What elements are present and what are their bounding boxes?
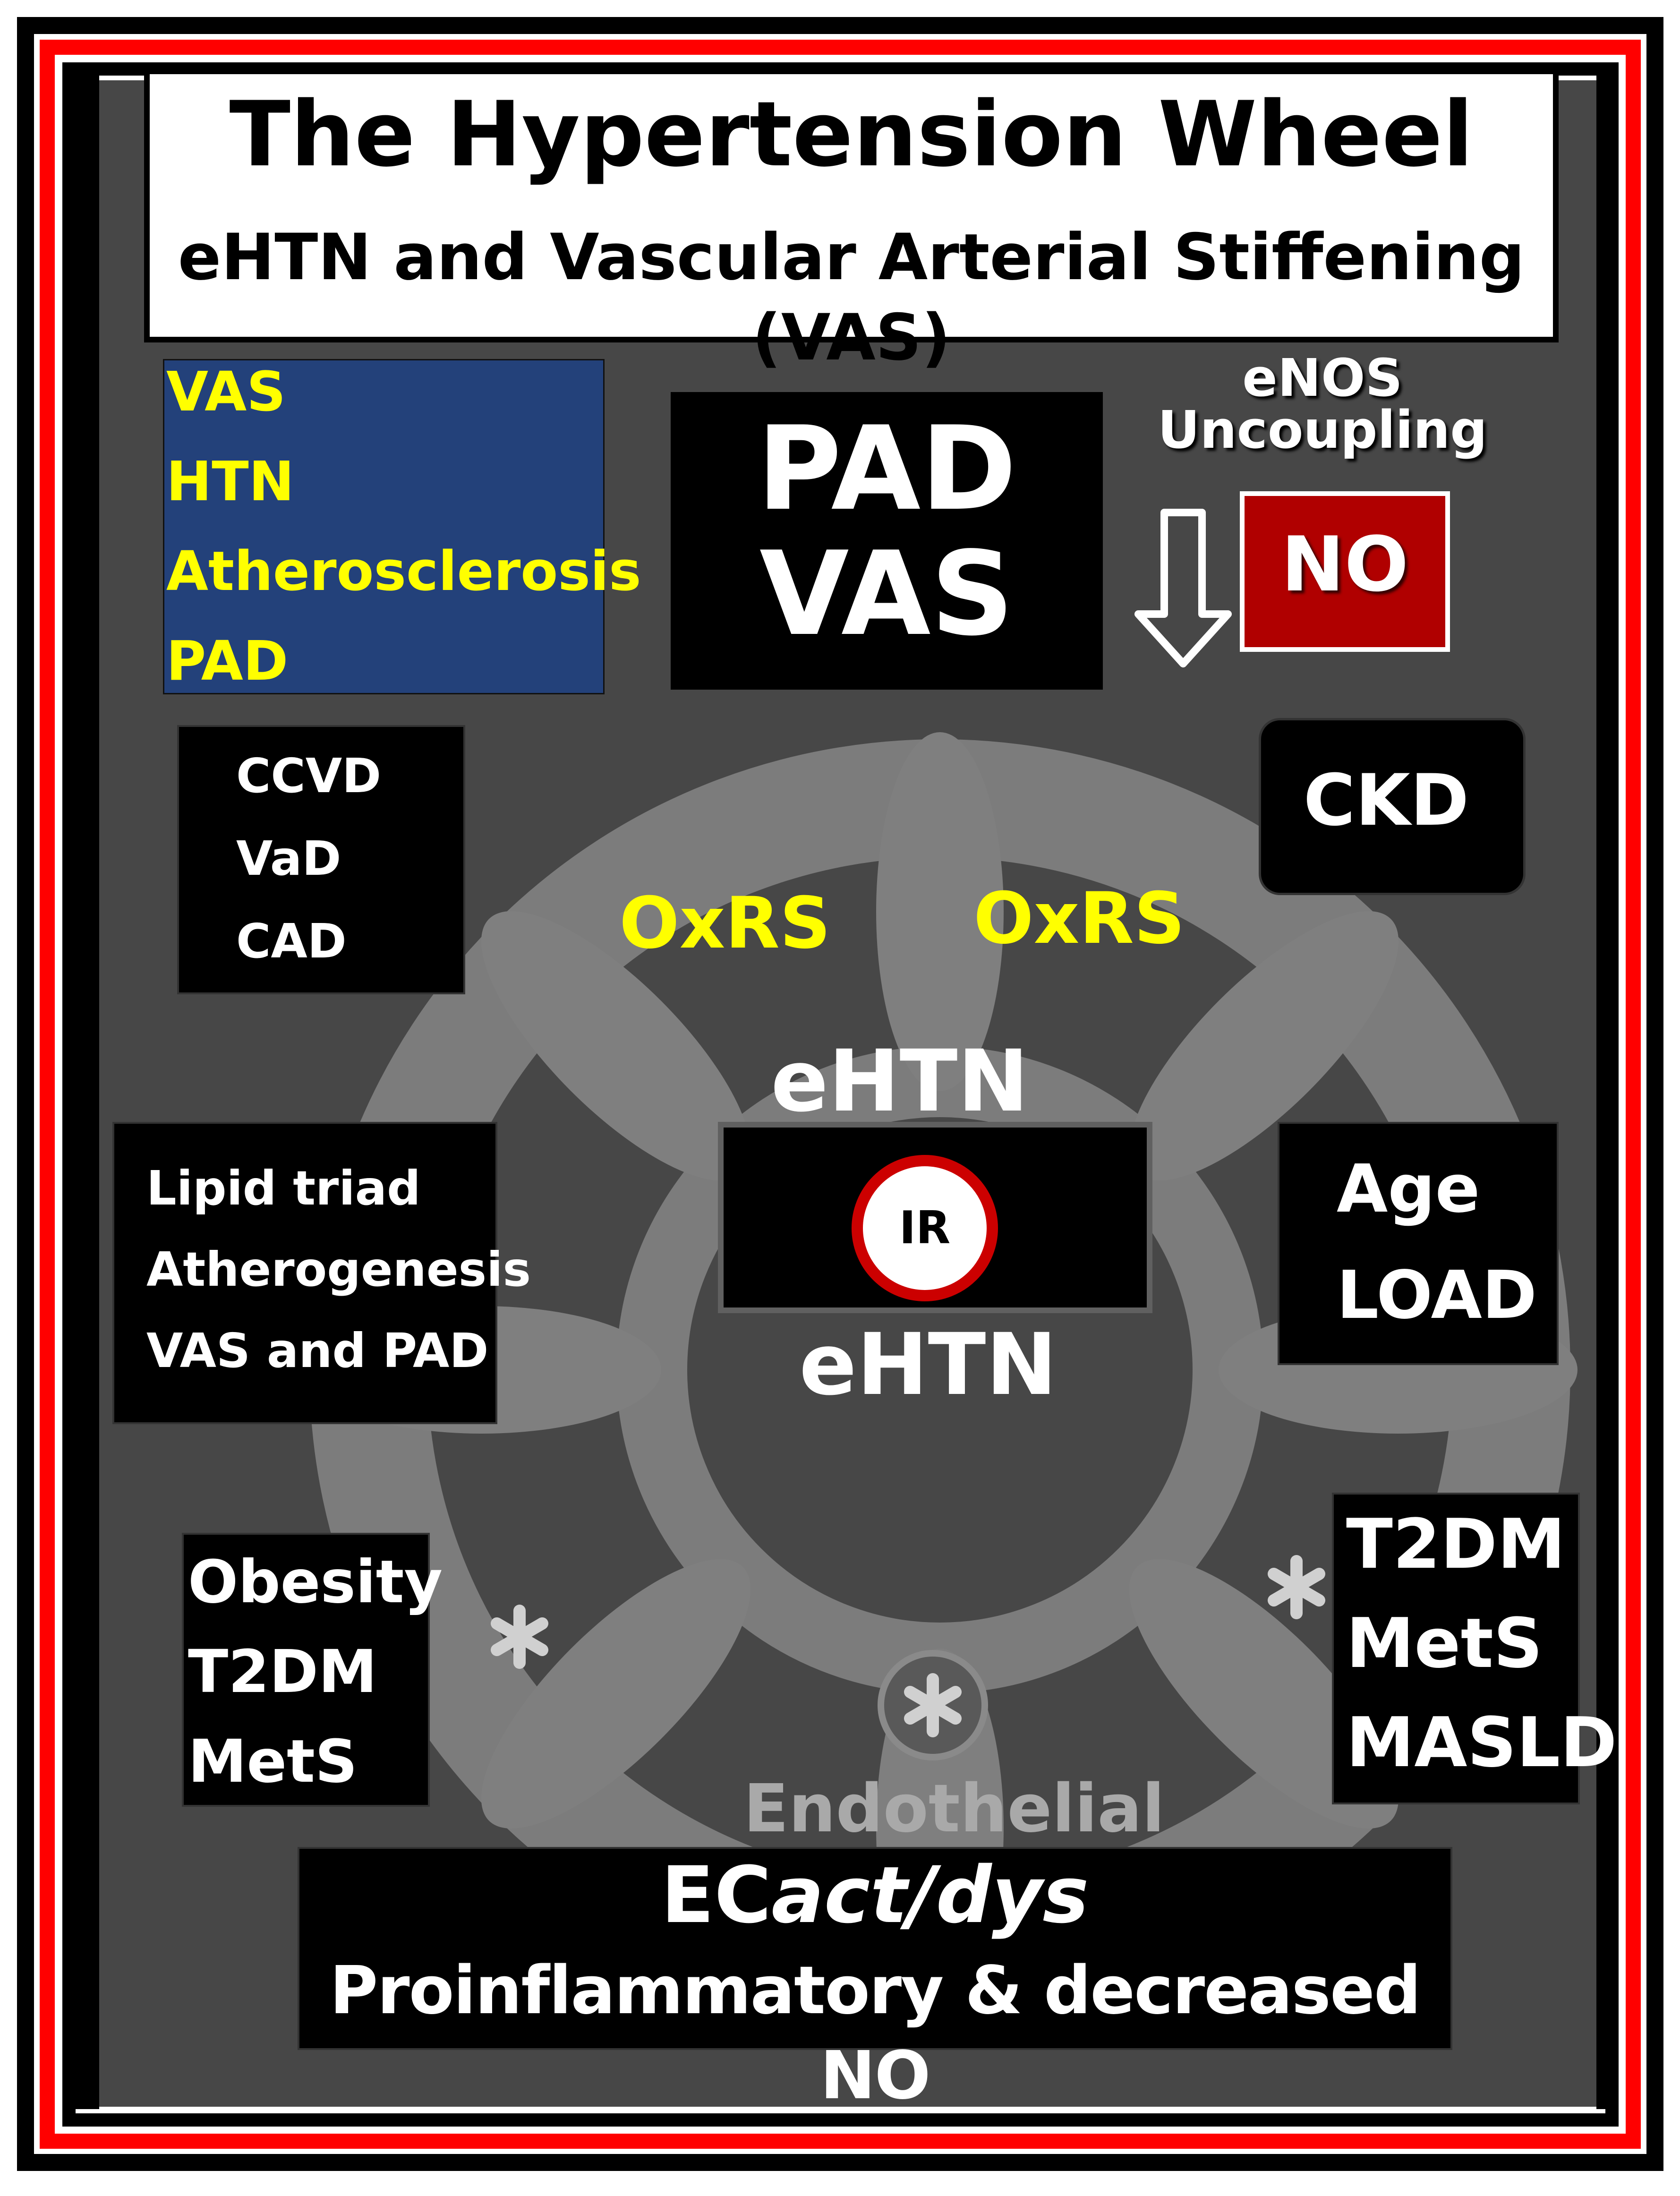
ckd-label: CKD xyxy=(1303,760,1469,842)
lipid-triad-label: Lipid triad Atherogenesis VAS and PAD xyxy=(146,1161,531,1378)
title-box xyxy=(144,68,1559,342)
down-arrow-icon xyxy=(1134,509,1232,667)
t2dm-mets-masld-label: T2DM MetS MASLD xyxy=(1346,1504,1617,1783)
obesity-box xyxy=(182,1533,430,1807)
right-black-bar xyxy=(1596,68,1618,2109)
act-dys-italic: act/dys xyxy=(771,1850,1089,1940)
t2dm-mets-masld-box xyxy=(1332,1493,1580,1804)
pad-vas-label: PAD VAS xyxy=(757,402,1017,661)
ec-prefix: EC xyxy=(661,1850,772,1940)
pad-vas-box xyxy=(671,392,1103,690)
vas-htn-box xyxy=(163,359,605,694)
page-subtitle: eHTN and Vascular Arterial Stiffening (V… xyxy=(178,220,1525,375)
list-item: VAS xyxy=(166,360,286,424)
obesity-t2dm-mets-label: Obesity T2DM MetS xyxy=(188,1548,443,1796)
ckd-box xyxy=(1259,718,1526,895)
ehtn-label-top: eHTN xyxy=(770,1032,1029,1131)
ccvd-vad-cad-label: CCVD VaD CAD xyxy=(236,748,382,969)
list-item: HTN xyxy=(166,450,294,513)
ir-label: IR xyxy=(899,1202,951,1254)
outer-frame xyxy=(17,17,1663,2171)
oxrs-label-right: OxRS xyxy=(973,878,1185,960)
page-title: The Hypertension Wheel xyxy=(229,82,1474,187)
asterisk-icon xyxy=(904,1673,962,1737)
red-frame xyxy=(40,40,1641,2149)
ehtn-label-bottom: eHTN xyxy=(799,1316,1057,1414)
enos-uncoupling-label: eNOS Uncoupling xyxy=(1158,348,1487,460)
vas-htn-list: VAS HTN Atherosclerosis PAD xyxy=(166,347,641,706)
list-item: PAD xyxy=(166,630,289,693)
lipid-triad-box xyxy=(112,1122,497,1424)
ec-dysfunction-box xyxy=(298,1847,1452,2050)
no-box xyxy=(1240,491,1450,652)
age-load-label: Age LOAD xyxy=(1337,1151,1537,1334)
ec-act-dys-label: ECact/dys xyxy=(298,1849,1452,1941)
proinflammatory-label: Proinflammatory & decreased NO xyxy=(329,1952,1421,2114)
left-black-bar xyxy=(71,68,99,2109)
oxrs-label-left: OxRS xyxy=(619,882,831,965)
asterisk-icon xyxy=(491,1605,548,1669)
ccvd-box xyxy=(177,725,465,994)
age-load-box xyxy=(1278,1122,1559,1365)
asterisk-icon xyxy=(1268,1555,1325,1619)
no-label: NO xyxy=(1281,520,1409,608)
list-item: Atherosclerosis xyxy=(166,540,641,603)
endothelial-label: Endothelial xyxy=(743,1770,1165,1847)
